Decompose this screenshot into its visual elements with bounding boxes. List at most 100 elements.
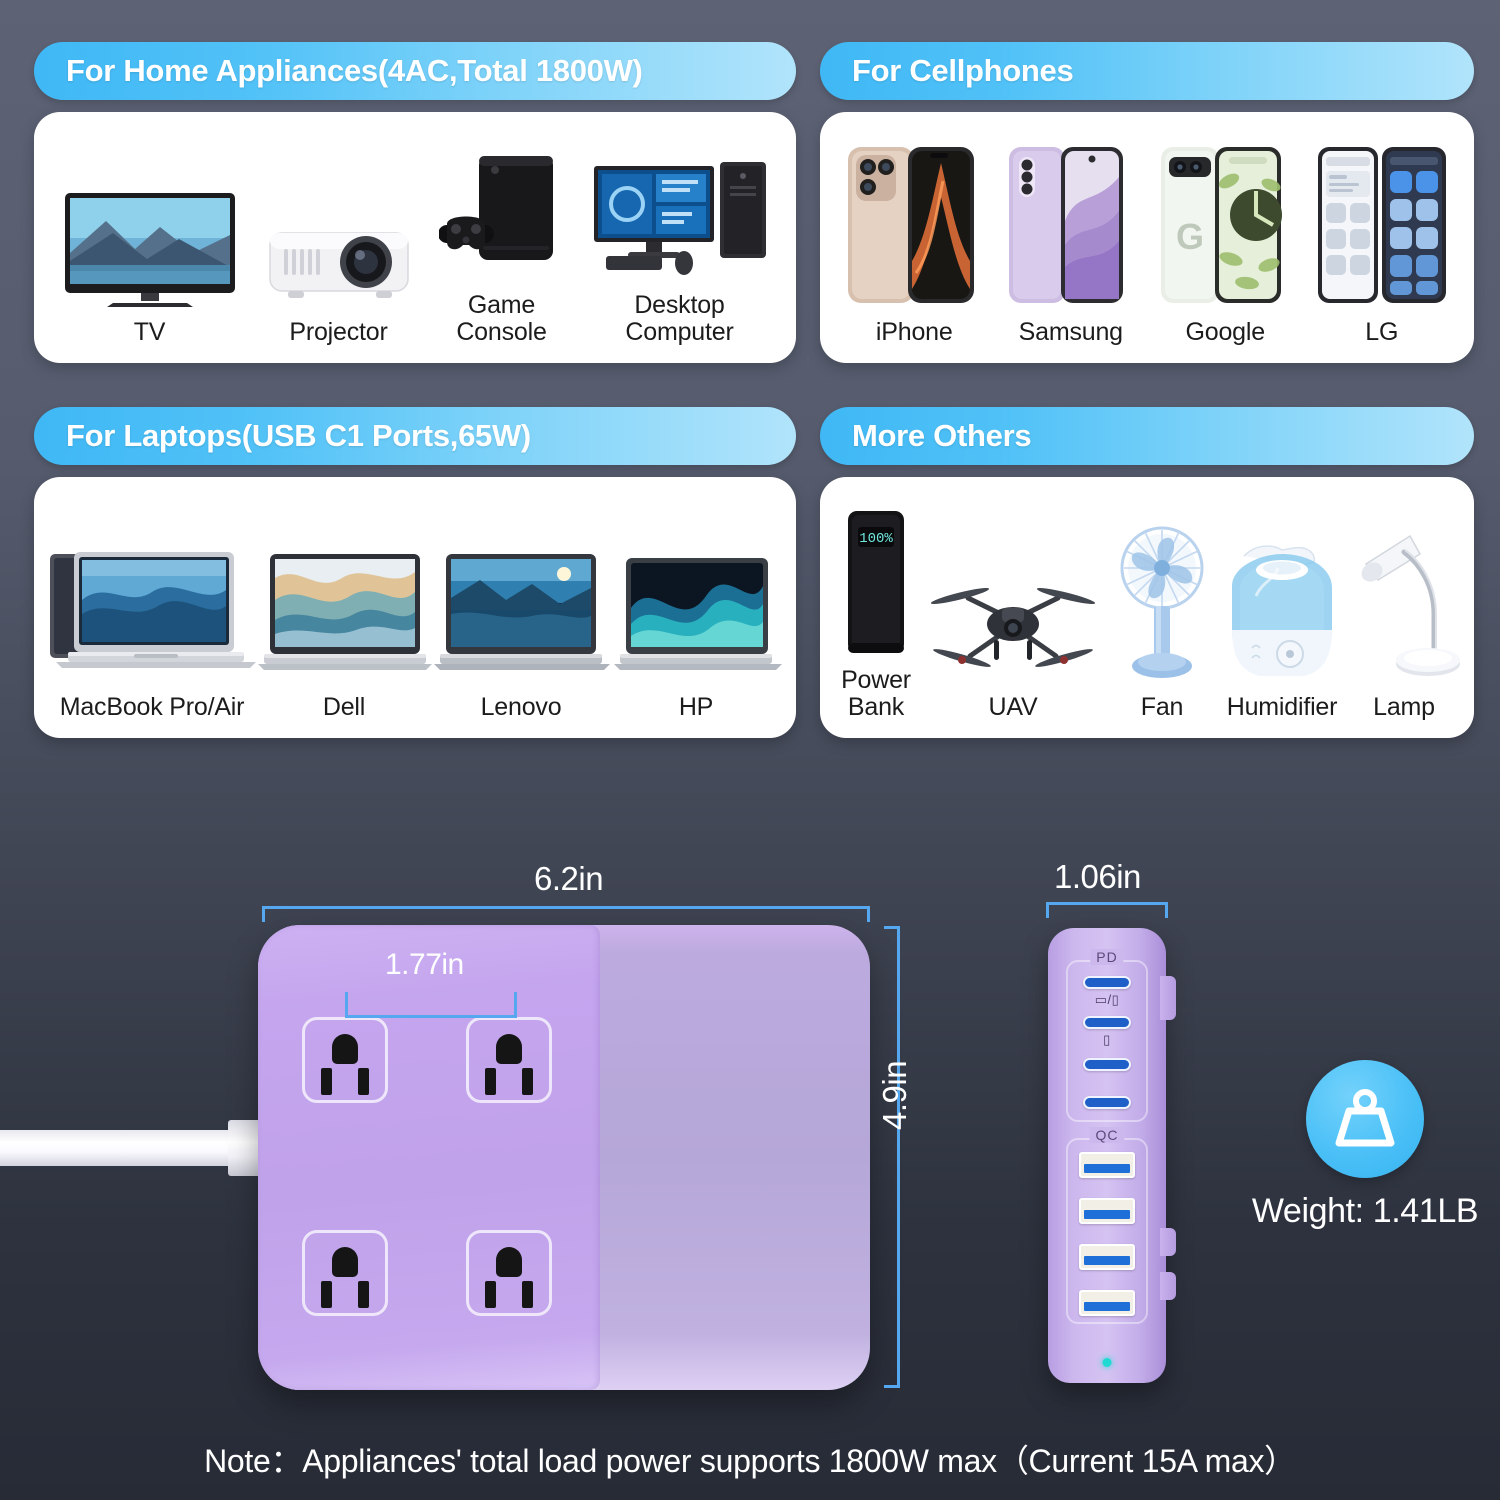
qc-port-group: QC — [1066, 1127, 1148, 1324]
item-label: HP — [678, 692, 714, 721]
dell-laptop-icon — [256, 534, 432, 684]
card-title: More Others — [852, 418, 1032, 453]
ac-outlet — [302, 1017, 388, 1103]
item-label: iPhone — [875, 317, 953, 346]
item-desktop-computer: Desktop Computer — [590, 132, 770, 345]
item-label: Humidifier — [1226, 692, 1338, 721]
card-header-more-others: More Others — [820, 407, 1474, 465]
game-console-icon — [438, 132, 565, 282]
outlet-slot-right — [358, 1281, 369, 1308]
item-dell: Dell — [256, 534, 432, 721]
item-lg: LG — [1316, 139, 1448, 346]
card-header-laptops: For Laptops(USB C1 Ports,65W) — [34, 407, 796, 465]
item-projector: Projector — [264, 159, 414, 346]
outlet-ground-hole — [332, 1034, 358, 1064]
card-laptops: For Laptops(USB C1 Ports,65W) — [34, 407, 796, 738]
projector-icon — [264, 159, 414, 309]
item-label: Game Console — [456, 291, 547, 346]
usb-c-port — [1083, 1058, 1131, 1071]
card-cellphones: For Cellphones — [820, 42, 1474, 363]
item-uav: UAV — [918, 524, 1108, 721]
side-tab-lower — [1160, 1272, 1176, 1300]
item-label: Samsung — [1018, 317, 1123, 346]
outlet-ground-hole — [332, 1247, 358, 1277]
power-strip-outlet-plate — [258, 925, 600, 1390]
dimension-bracket-width — [262, 906, 870, 922]
item-label: TV — [133, 317, 166, 346]
usb-a-port — [1079, 1152, 1135, 1178]
desktop-computer-icon — [590, 132, 770, 282]
iphone-icon — [846, 139, 982, 309]
desk-lamp-icon — [1348, 524, 1460, 684]
ac-outlet — [466, 1230, 552, 1316]
drone-icon — [918, 524, 1108, 684]
card-body-home-appliances: TV — [34, 112, 796, 363]
item-power-bank: 100% Power Bank — [834, 497, 918, 720]
humidifier-icon — [1216, 524, 1348, 684]
usb-c-port — [1083, 976, 1131, 989]
card-title: For Home Appliances(4AC,Total 1800W) — [66, 53, 643, 88]
item-hp: HP — [610, 534, 782, 721]
item-label: Dell — [322, 692, 366, 721]
samsung-phone-icon — [1007, 139, 1135, 309]
pd-port-group: PD ▭/▯ ▯ — [1066, 949, 1148, 1122]
outlet-slot-right — [522, 1281, 533, 1308]
power-cord — [0, 1130, 252, 1166]
dimension-label-thickness: 1.06in — [1054, 858, 1141, 895]
item-fan: Fan — [1108, 524, 1216, 721]
item-lamp: Lamp — [1348, 524, 1460, 721]
pd-group-label: PD — [1090, 949, 1124, 965]
category-cards-grid: For Home Appliances(4AC,Total 1800W) — [34, 42, 1474, 738]
items-row: 100% Power Bank — [834, 497, 1460, 720]
card-header-home-appliances: For Home Appliances(4AC,Total 1800W) — [34, 42, 796, 100]
ac-outlet — [466, 1017, 552, 1103]
item-label: Lenovo — [480, 692, 562, 721]
item-label: Fan — [1140, 692, 1184, 721]
item-label: Projector — [289, 317, 388, 346]
ac-outlet — [302, 1230, 388, 1316]
macbook-icon — [48, 534, 256, 684]
qc-group-label: QC — [1089, 1127, 1125, 1143]
lg-phone-icon — [1316, 139, 1448, 309]
dimension-bracket-height — [884, 926, 900, 1388]
items-row: iPhone — [834, 132, 1460, 345]
usb-c-port — [1083, 1016, 1131, 1029]
svg-text:G: G — [1176, 216, 1204, 257]
item-label: Power Bank — [841, 666, 911, 721]
item-game-console: Game Console — [438, 132, 565, 346]
card-header-cellphones: For Cellphones — [820, 42, 1474, 100]
card-title: For Laptops(USB C1 Ports,65W) — [66, 418, 531, 453]
outlet-ground-hole — [496, 1247, 522, 1277]
outlet-slot-left — [485, 1281, 496, 1308]
usb-a-port — [1079, 1290, 1135, 1316]
dimension-bracket-thickness — [1046, 902, 1168, 918]
item-lenovo: Lenovo — [432, 534, 610, 721]
item-iphone: iPhone — [846, 139, 982, 346]
item-label: Lamp — [1373, 692, 1435, 721]
power-led-indicator — [1102, 1358, 1112, 1367]
items-row: TV — [48, 132, 782, 345]
item-macbook: MacBook Pro/Air — [48, 534, 256, 721]
tv-icon — [61, 159, 239, 309]
card-title: For Cellphones — [852, 53, 1074, 88]
side-tab-middle — [1160, 1228, 1176, 1256]
google-pixel-icon: G — [1159, 139, 1291, 309]
hp-laptop-icon — [610, 534, 782, 684]
card-home-appliances: For Home Appliances(4AC,Total 1800W) — [34, 42, 796, 363]
power-bank-display-value: 100% — [859, 531, 893, 547]
card-body-laptops: MacBook Pro/Air — [34, 477, 796, 738]
item-label: Desktop Computer — [625, 291, 734, 346]
card-body-more-others: 100% Power Bank — [820, 477, 1474, 738]
item-label: Google — [1185, 317, 1266, 346]
power-strip-side-view: PD ▭/▯ ▯ QC — [1048, 928, 1176, 1383]
outlet-slot-right — [522, 1068, 533, 1095]
weight-icon — [1306, 1060, 1424, 1178]
card-more-others: More Others 100% Power Bank — [820, 407, 1474, 738]
item-google: G — [1159, 139, 1291, 346]
item-label: MacBook Pro/Air — [59, 692, 245, 721]
weight-label: Weight: 1.41LB — [1251, 1192, 1479, 1230]
usb-a-port — [1079, 1244, 1135, 1270]
item-humidifier: Humidifier — [1216, 524, 1348, 721]
outlet-slot-left — [321, 1068, 332, 1095]
dimension-label-height: 4.9in — [876, 1060, 913, 1130]
